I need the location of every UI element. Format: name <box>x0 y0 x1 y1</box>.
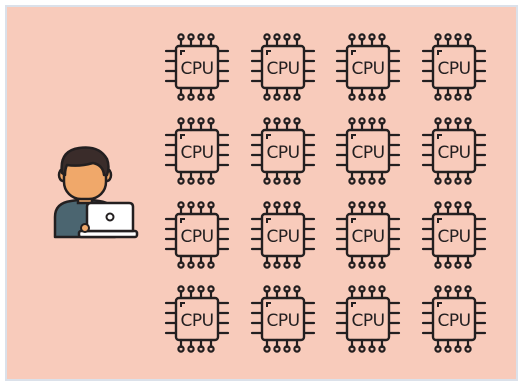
chip-body <box>431 44 477 90</box>
chip-corner-mark <box>437 50 442 55</box>
cpu-chip-icon: CPU <box>162 200 232 270</box>
chip-label: CPU <box>437 59 470 79</box>
cpu-chip-icon: CPU <box>333 116 403 186</box>
chip-body <box>174 44 220 90</box>
chip-body <box>260 212 306 258</box>
chip-body <box>345 296 391 342</box>
chip-body <box>345 128 391 174</box>
chip-body <box>431 296 477 342</box>
cpu-chip-icon: CPU <box>248 200 318 270</box>
chip-body <box>174 212 220 258</box>
chip-corner-mark <box>437 134 442 139</box>
chip-pins <box>421 285 487 353</box>
cpu-chip-icon: CPU <box>248 116 318 186</box>
chip-pins <box>421 33 487 101</box>
cpu-chip-icon: CPU <box>162 284 232 354</box>
cpu-chip-icon: CPU <box>162 32 232 102</box>
chip-corner-mark <box>351 302 356 307</box>
person-with-laptop-icon <box>49 145 139 245</box>
chip-body <box>431 212 477 258</box>
chip-label: CPU <box>180 59 213 79</box>
chip-pins <box>250 201 316 269</box>
chip-pins <box>335 285 401 353</box>
chip-corner-mark <box>351 50 356 55</box>
chip-label: CPU <box>180 311 213 331</box>
chip-corner-mark <box>266 218 271 223</box>
cpu-chip-icon: CPU <box>248 32 318 102</box>
diagram-panel: CPU CPU CPU CPU CPU CPU CPU CPU CPU CPU CPU CPU CPU C… <box>5 5 518 381</box>
user-illustration <box>53 146 139 239</box>
chip-pins <box>335 33 401 101</box>
chip-body <box>174 128 220 174</box>
chip-label: CPU <box>351 311 384 331</box>
cpu-chip-icon: CPU <box>419 32 489 102</box>
chip-corner-mark <box>266 50 271 55</box>
chip-pins <box>250 117 316 185</box>
chip-corner-mark <box>266 302 271 307</box>
cpu-chip-icon: CPU <box>333 32 403 102</box>
cpu-chip-icon: CPU <box>419 200 489 270</box>
chip-body <box>345 44 391 90</box>
chip-corner-mark <box>180 50 185 55</box>
chip-label: CPU <box>437 143 470 163</box>
chip-corner-mark <box>351 218 356 223</box>
chip-body <box>174 296 220 342</box>
chip-corner-mark <box>437 218 442 223</box>
cpu-chip-icon: CPU <box>248 284 318 354</box>
chip-label: CPU <box>351 59 384 79</box>
chip-label: CPU <box>266 143 299 163</box>
chip-label: CPU <box>437 311 470 331</box>
chip-label: CPU <box>180 143 213 163</box>
chip-label: CPU <box>266 311 299 331</box>
cpu-chip-icon: CPU <box>419 116 489 186</box>
chip-corner-mark <box>437 302 442 307</box>
chip-label: CPU <box>351 227 384 247</box>
chip-corner-mark <box>180 302 185 307</box>
cpu-chip-icon: CPU <box>333 200 403 270</box>
chip-body <box>260 44 306 90</box>
chip-body <box>260 296 306 342</box>
chip-label: CPU <box>180 227 213 247</box>
chip-body <box>345 212 391 258</box>
chip-label: CPU <box>266 227 299 247</box>
chip-body <box>431 128 477 174</box>
cpu-chip-icon: CPU <box>333 284 403 354</box>
chip-label: CPU <box>437 227 470 247</box>
chip-label: CPU <box>351 143 384 163</box>
cpu-chip-icon: CPU <box>419 284 489 354</box>
chip-body <box>260 128 306 174</box>
chip-label: CPU <box>266 59 299 79</box>
cpu-chip-icon: CPU <box>162 116 232 186</box>
chip-corner-mark <box>180 134 185 139</box>
chip-corner-mark <box>266 134 271 139</box>
chip-corner-mark <box>180 218 185 223</box>
chip-corner-mark <box>351 134 356 139</box>
